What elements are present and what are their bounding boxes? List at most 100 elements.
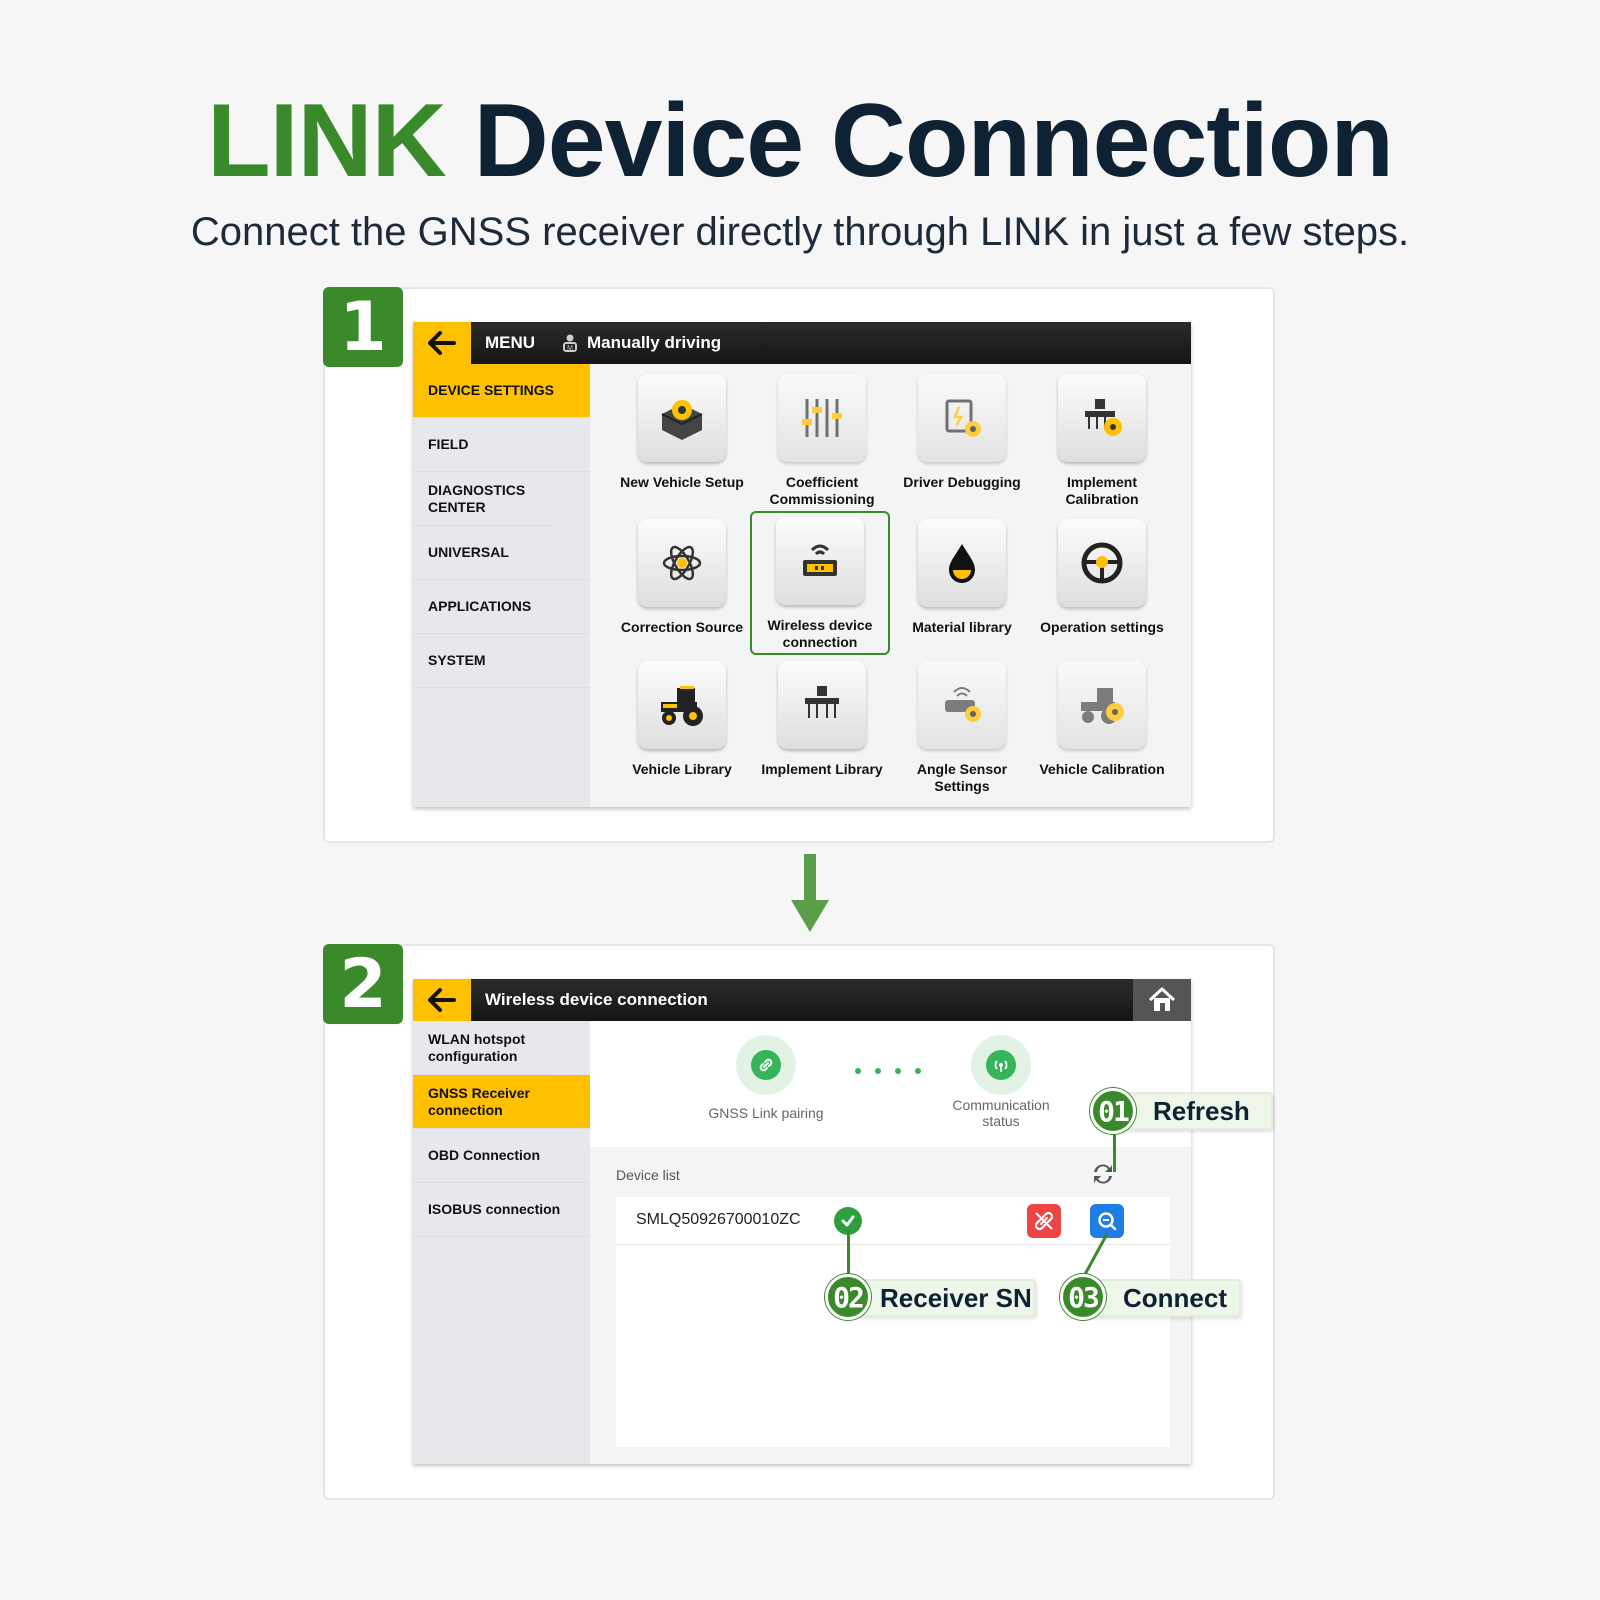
sidebar-item-wlan-hotspot[interactable]: WLAN hotspot configuration <box>413 1021 553 1075</box>
search-icon <box>1098 1212 1117 1231</box>
steering-wheel-icon <box>1058 519 1146 607</box>
callout-label: Refresh <box>1153 1096 1250 1126</box>
tile-label: Angle Sensor Settings <box>916 761 1008 794</box>
sidebar-item-applications[interactable]: APPLICATIONS <box>413 580 590 634</box>
sidebar-item-universal[interactable]: UNIVERSAL <box>413 526 590 580</box>
title-accent: LINK <box>207 83 447 199</box>
tile-label: Driver Debugging <box>903 474 1021 490</box>
progress-dots <box>855 1061 935 1079</box>
seeder-icon <box>778 661 866 749</box>
settings-grid: New Vehicle Setup Coefficient Commission… <box>590 364 1191 807</box>
callout-number: 01 <box>1090 1088 1136 1134</box>
tile-label: Operation settings <box>1040 619 1164 635</box>
step2-badge: 2 <box>323 944 403 1024</box>
step1-badge: 1 <box>323 287 403 367</box>
tile-label: Implement Calibration <box>1065 474 1139 507</box>
callout-label: Receiver SN <box>880 1283 1032 1313</box>
sidebar: DEVICE SETTINGS FIELD DIAGNOSTICS CENTER… <box>413 364 590 807</box>
implement-calibration-icon <box>1058 374 1146 462</box>
refresh-callout: Refresh <box>1113 1092 1273 1130</box>
tile-label: Vehicle Library <box>632 761 732 777</box>
unlink-icon <box>1034 1211 1054 1231</box>
tile-angle-sensor-settings[interactable]: Angle Sensor Settings <box>892 661 1032 795</box>
connection-content: GNSS Link pairing Communication status D… <box>590 1021 1191 1464</box>
vehicle-setup-icon <box>638 374 726 462</box>
tile-vehicle-library[interactable]: Vehicle Library <box>612 661 752 778</box>
down-arrow-icon <box>791 854 829 932</box>
callout-number: 03 <box>1060 1274 1106 1320</box>
tractor-icon <box>638 661 726 749</box>
receiver-sn-leader <box>847 1230 850 1278</box>
sidebar-item-gnss-receiver[interactable]: GNSS Receiver connection <box>413 1075 590 1129</box>
sidebar-item-obd-connection[interactable]: OBD Connection <box>413 1129 590 1183</box>
disconnect-button[interactable] <box>1027 1204 1061 1238</box>
receiver-sn: SMLQ50926700010ZC <box>636 1211 801 1228</box>
sidebar: WLAN hotspot configuration GNSS Receiver… <box>413 1021 590 1464</box>
callout-number: 02 <box>825 1274 871 1320</box>
title-rest: Device Connection <box>473 83 1394 199</box>
tile-label: Vehicle Calibration <box>1039 761 1165 777</box>
oil-drop-icon <box>918 519 1006 607</box>
step2-screen: Wireless device connection WLAN hotspot … <box>413 979 1191 1464</box>
tile-vehicle-calibration[interactable]: Vehicle Calibration <box>1032 661 1172 778</box>
page-title: LINK Device Connection <box>0 82 1600 201</box>
page-subtitle: Connect the GNSS receiver directly throu… <box>190 210 1410 254</box>
sidebar-item-system[interactable]: SYSTEM <box>413 634 590 688</box>
connect-button[interactable] <box>1090 1204 1124 1238</box>
menu-label[interactable]: MENU <box>485 333 536 352</box>
sidebar-item-diagnostics-center[interactable]: DIAGNOSTICS CENTER <box>413 472 553 526</box>
screen-title: Wireless device connection <box>485 990 708 1009</box>
home-icon <box>1148 987 1176 1011</box>
tile-label: Wireless device connection <box>767 617 873 650</box>
tile-label: Correction Source <box>620 619 744 635</box>
sidebar-item-isobus-connection[interactable]: ISOBUS connection <box>413 1183 590 1237</box>
top-bar: Wireless device connection <box>413 979 1191 1021</box>
back-button[interactable] <box>413 979 471 1021</box>
tile-implement-library[interactable]: Implement Library <box>752 661 892 778</box>
tile-operation-settings[interactable]: Operation settings <box>1032 519 1172 636</box>
angle-sensor-icon <box>918 661 1006 749</box>
communication-label: Communication status <box>952 1097 1050 1129</box>
home-button[interactable] <box>1133 979 1191 1021</box>
mode-label: Manually driving <box>587 333 722 352</box>
step2-panel: 2 Wireless device connection WLAN hotspo… <box>323 944 1275 1500</box>
refresh-icon[interactable] <box>1090 1161 1116 1187</box>
driver-debug-icon <box>918 374 1006 462</box>
pairing-label: GNSS Link pairing <box>708 1105 824 1121</box>
top-bar: MENU M Manually driving <box>413 322 1191 364</box>
tile-label: Coefficient Commissioning <box>769 474 875 507</box>
tile-label: New Vehicle Setup <box>620 474 744 490</box>
tile-wireless-device-connection[interactable]: Wireless device connection <box>750 511 890 655</box>
sidebar-item-device-settings[interactable]: DEVICE SETTINGS <box>413 364 590 418</box>
sidebar-item-field[interactable]: FIELD <box>413 418 590 472</box>
connect-callout: Connect <box>1083 1279 1241 1317</box>
tile-driver-debugging[interactable]: Driver Debugging <box>892 374 1032 491</box>
tile-material-library[interactable]: Material library <box>892 519 1032 636</box>
step1-screen: MENU M Manually driving DEVICE SETTINGS … <box>413 322 1191 807</box>
back-button[interactable] <box>413 322 471 364</box>
router-icon <box>776 517 864 605</box>
status-strip: GNSS Link pairing Communication status <box>590 1021 1191 1147</box>
device-row[interactable]: SMLQ50926700010ZC <box>616 1197 1170 1245</box>
driver-icon: M <box>563 334 577 352</box>
device-list: SMLQ50926700010ZC <box>616 1197 1170 1447</box>
sliders-icon <box>778 374 866 462</box>
svg-text:M: M <box>567 345 573 352</box>
tile-label: Implement Library <box>761 761 883 777</box>
tile-correction-source[interactable]: Correction Source <box>612 519 752 636</box>
connect-leader <box>1081 1233 1109 1279</box>
tile-implement-calibration[interactable]: Implement Calibration <box>1032 374 1172 508</box>
receiver-sn-callout: Receiver SN <box>850 1279 1036 1317</box>
device-list-label: Device list <box>616 1167 680 1183</box>
vehicle-calibration-icon <box>1058 661 1146 749</box>
refresh-leader <box>1113 1132 1116 1172</box>
communication-icon <box>971 1035 1031 1095</box>
atom-icon <box>638 519 726 607</box>
link-pairing-icon <box>736 1035 796 1095</box>
tile-coefficient-commissioning[interactable]: Coefficient Commissioning <box>752 374 892 508</box>
back-arrow-icon <box>428 988 456 1012</box>
back-arrow-icon <box>428 331 456 355</box>
callout-label: Connect <box>1123 1283 1227 1313</box>
tile-new-vehicle-setup[interactable]: New Vehicle Setup <box>612 374 752 491</box>
tile-label: Material library <box>912 619 1012 635</box>
